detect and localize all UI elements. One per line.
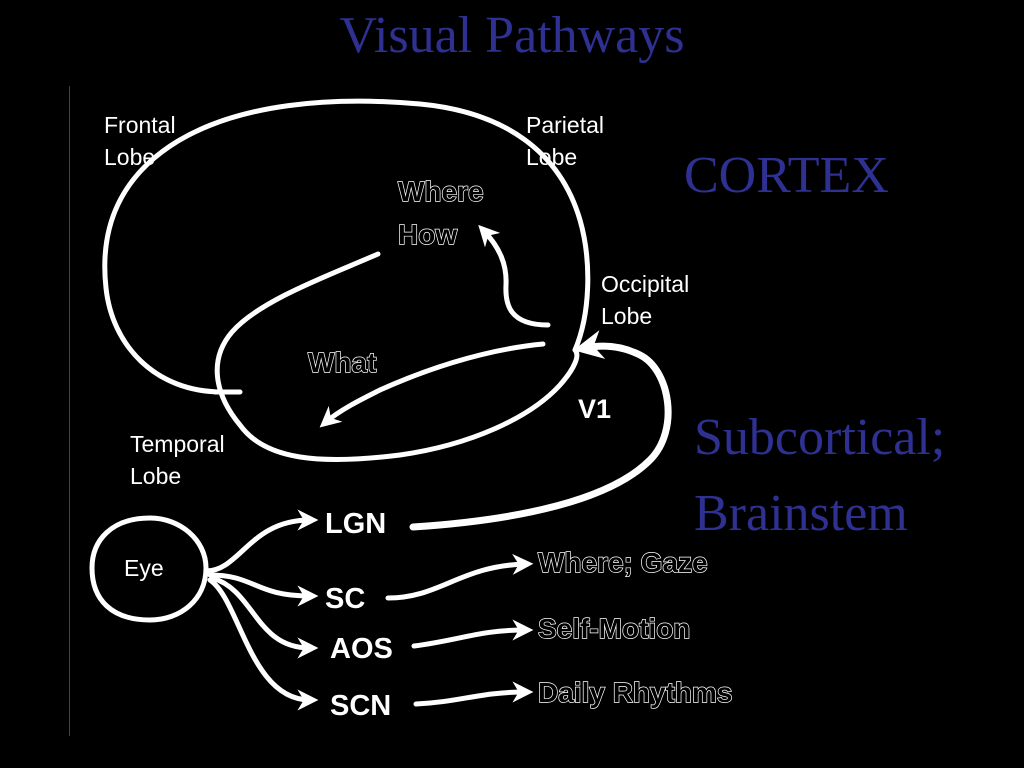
aos-label: AOS — [330, 633, 393, 665]
what-stream-label: What — [308, 347, 376, 378]
parietal-lobe-label: Parietal Lobe — [526, 112, 610, 170]
sc-label: SC — [325, 583, 365, 615]
slide-title: Visual Pathways — [339, 7, 685, 64]
temporal-lobe-outline — [214, 251, 580, 463]
eye-to-scn-arrow — [207, 577, 319, 711]
eye-to-aos-arrow — [209, 575, 319, 659]
eye-label: Eye — [124, 555, 164, 581]
brainstem-heading: Brainstem — [694, 485, 908, 542]
brain-outline — [102, 98, 591, 395]
temporal-lobe-label: Temporal Lobe — [130, 431, 231, 489]
sc-to-gaze-arrow — [385, 553, 534, 601]
aos-to-self-motion-arrow — [411, 619, 534, 649]
daily-rhythms-label: Daily Rhythms — [538, 677, 733, 708]
cortex-heading: CORTEX — [684, 147, 889, 204]
eye-to-sc-arrow — [207, 572, 319, 607]
lgn-label: LGN — [325, 508, 386, 540]
scn-label: SCN — [330, 690, 391, 722]
occipital-lobe-label: Occipital Lobe — [601, 271, 696, 329]
dorsal-stream-arrow — [478, 224, 551, 328]
frontal-lobe-label: Frontal Lobe — [104, 112, 182, 170]
eye-to-lgn-arrow — [203, 509, 319, 574]
v1-label: V1 — [578, 394, 611, 424]
ventral-stream-arrow — [319, 341, 546, 428]
how-stream-label: How — [398, 219, 457, 250]
subcortical-heading: Subcortical; — [694, 409, 946, 466]
eye-shape — [89, 515, 209, 623]
self-motion-label: Self-Motion — [538, 613, 690, 644]
left-divider — [69, 86, 70, 736]
where-gaze-label: Where; Gaze — [538, 547, 708, 578]
scn-to-daily-rhythms-arrow — [413, 681, 534, 707]
where-stream-label: Where — [398, 176, 484, 207]
lgn-to-v1-arrow — [409, 330, 672, 531]
